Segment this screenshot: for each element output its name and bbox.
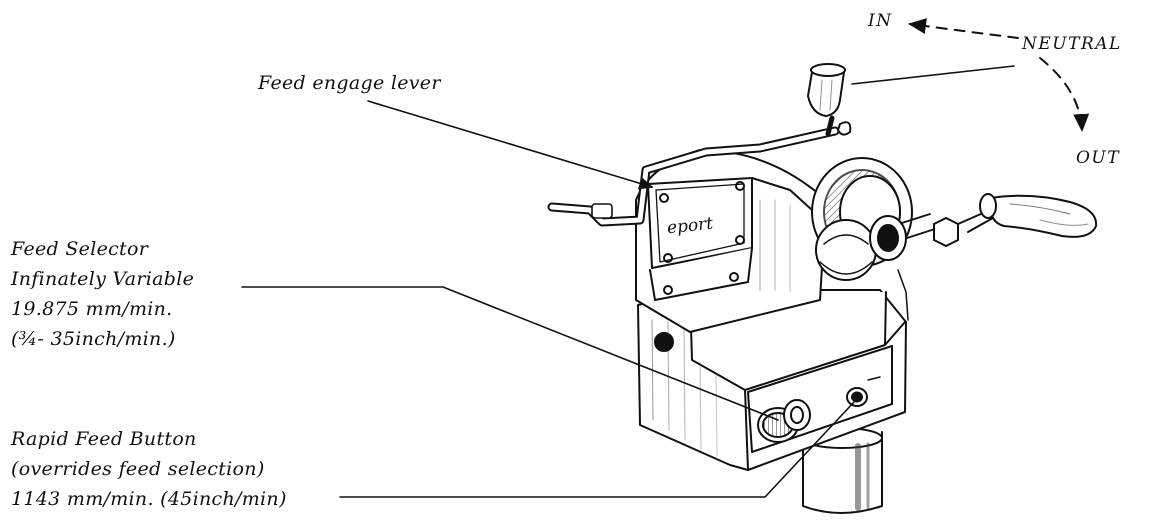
rapid-feed-line-2: (overrides feed selection) (11, 458, 265, 480)
graduated-handwheel-dial (811, 157, 1098, 321)
leader-rapid-feed (339, 400, 856, 498)
label-rapid-feed-button: Rapid Feed Button (overrides feed select… (11, 424, 287, 514)
label-feed-selector: Feed Selector Infinately Variable 19.875… (11, 234, 194, 354)
gearbox-body (635, 149, 827, 333)
label-neutral: NEUTRAL (1022, 34, 1122, 54)
feed-selector-line-2: Infinately Variable (11, 268, 195, 290)
lever-direction-arrows (908, 18, 1090, 132)
feed-selector-line-1: Feed Selector (11, 238, 149, 260)
label-feed-engage-lever: Feed engage lever (258, 72, 441, 94)
rapid-feed-button (846, 376, 881, 407)
rapid-feed-line-1: Rapid Feed Button (11, 428, 197, 450)
feed-selector-line-3: 19.875 mm/min. (11, 298, 173, 320)
feed-engage-lever (547, 63, 852, 227)
label-out: OUT (1076, 148, 1121, 168)
label-in: IN (868, 11, 893, 31)
leader-feed-engage (367, 100, 654, 190)
rapid-feed-line-3: 1143 mm/min. (45inch/min) (11, 488, 287, 510)
leader-feed-selector (241, 286, 779, 421)
feed-selector-line-4: (¾- 35inch/min.) (11, 328, 176, 350)
leader-neutral (851, 65, 1015, 85)
lower-housing (637, 289, 907, 471)
